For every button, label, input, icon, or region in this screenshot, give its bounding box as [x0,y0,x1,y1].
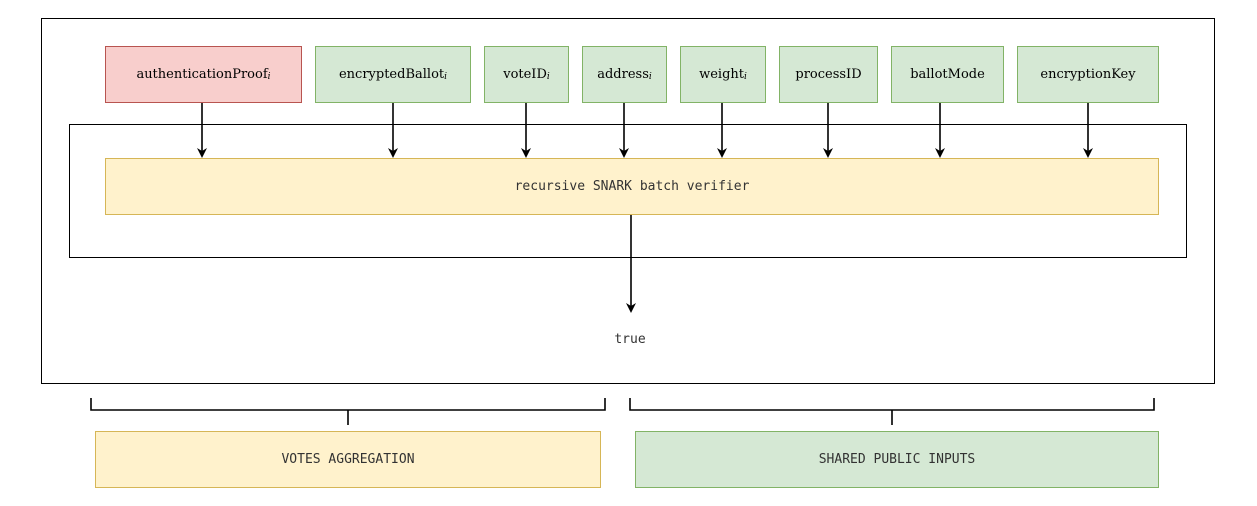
snark-batch-verifier: recursive SNARK batch verifier [105,158,1159,215]
input-label: authenticationProof [136,67,268,82]
input-subscript: i [444,71,448,82]
input-subscript: i [744,71,747,82]
input-ballot-mode: ballotMode [891,46,1004,103]
legend-label: VOTES AGGREGATION [281,452,415,467]
input-subscript: i [648,71,652,82]
input-label: ballotMode [910,67,985,82]
input-label: voteID [503,67,547,82]
input-label: address [597,67,649,82]
input-subscript: i [546,71,550,82]
input-subscript: i [267,71,271,82]
input-encryption-key: encryptionKey [1017,46,1159,103]
bracket-shared-public-inputs [629,398,1155,425]
input-label: processID [795,67,862,82]
input-process-id: processID [779,46,878,103]
legend-votes-aggregation: VOTES AGGREGATION [95,431,601,488]
input-label: encryptionKey [1040,67,1136,82]
bracket-votes-aggregation [90,398,606,425]
input-label: weight [699,67,744,82]
verifier-label: recursive SNARK batch verifier [514,179,750,194]
input-label: encryptedBallot [338,67,445,82]
verifier-output-true: true [614,332,646,347]
legend-shared-public-inputs: SHARED PUBLIC INPUTS [635,431,1159,488]
legend-label: SHARED PUBLIC INPUTS [818,452,976,467]
verifier-inner-frame [69,124,1187,258]
circuit-outer-frame [41,18,1215,384]
